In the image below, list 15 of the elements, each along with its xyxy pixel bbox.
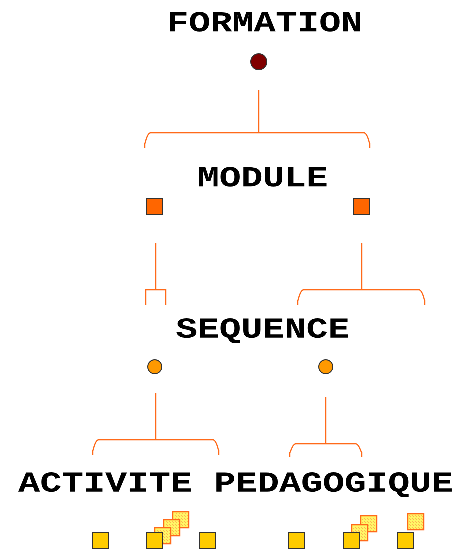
level-label: ACTIVITE PEDAGOGIQUE bbox=[18, 472, 452, 498]
square bbox=[146, 198, 164, 216]
square bbox=[398, 532, 414, 550]
square bbox=[92, 532, 110, 550]
square bbox=[354, 198, 370, 216]
square bbox=[344, 532, 360, 550]
dot bbox=[148, 360, 162, 374]
square bbox=[146, 532, 164, 550]
square bbox=[288, 532, 306, 550]
square bbox=[200, 532, 216, 550]
dot bbox=[318, 360, 334, 374]
level-label: MODULE bbox=[200, 167, 327, 187]
level-label: FORMATION bbox=[170, 12, 360, 32]
dot bbox=[250, 54, 268, 70]
level-label: SEQUENCE bbox=[176, 318, 348, 344]
